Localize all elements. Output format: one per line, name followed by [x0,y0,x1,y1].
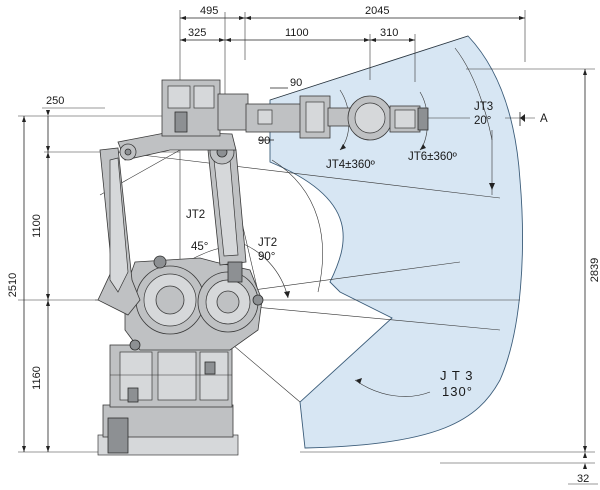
label-jt2-left-angle: 45° [191,241,208,253]
label-jt3-bottom-angle: 130° [442,384,473,399]
robot-forearm [161,79,351,139]
robot-rear-link [97,147,141,316]
label-jt6: JT6±360º [408,151,458,163]
robot-upper-arm [207,139,247,283]
label-jt3-top-angle: 20° [474,115,491,127]
right-dimension-group [300,68,595,469]
dim-top-325: 325 [188,27,206,39]
robot-wrist [347,95,429,141]
dim-arm-90-side: 90 [258,135,270,147]
dim-top-310: 310 [380,27,398,39]
work-envelope [269,35,523,449]
robot-base [97,344,239,456]
label-view-a: A [540,113,548,125]
left-dimension-group [18,107,180,453]
label-jt2-right-angle: 90° [258,251,275,263]
dim-left-1160: 1160 [31,366,43,390]
label-jt3-bottom: J T 3 [440,368,473,383]
dim-bottom-32: 32 [577,473,589,485]
label-jt3-top: JT3 [474,101,493,113]
dim-arm-90-top: 90 [290,77,302,89]
dim-top-495: 495 [200,5,218,17]
dim-left-1100: 1100 [31,214,43,238]
dim-right-2839: 2839 [589,258,600,282]
label-jt2-left: JT2 [186,209,205,221]
robot-top-link [117,131,237,161]
top-dimension-group [179,10,526,300]
arm-90-markers [258,87,288,141]
envelope-inner-arc [271,159,323,293]
robot-turret [124,255,264,351]
label-jt2-right: JT2 [258,237,277,249]
label-jt4: JT4±360º [326,159,376,171]
dim-top-2045: 2045 [365,5,389,17]
dim-top-1100: 1100 [285,27,309,39]
dim-left-2510: 2510 [7,273,19,297]
dim-left-250: 250 [46,95,64,107]
